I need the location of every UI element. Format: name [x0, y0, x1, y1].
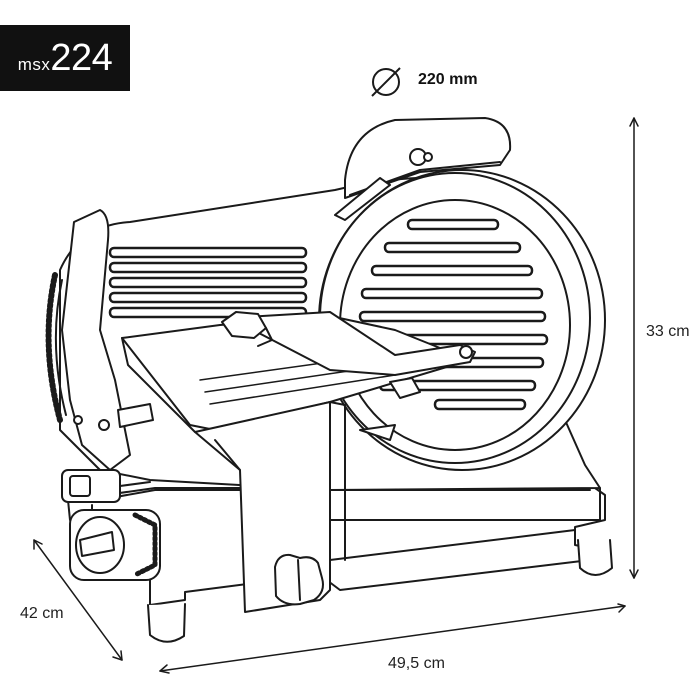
depth-dimension-label: 42 cm: [20, 605, 64, 622]
width-dimension-label: 49,5 cm: [388, 655, 445, 672]
height-dimension-line: [629, 117, 639, 579]
model-badge: msx 224: [0, 25, 130, 91]
sharpener-cover: [334, 117, 512, 221]
side-bolt: [117, 403, 154, 428]
blade-deflector: [359, 424, 396, 441]
gear-ring: [45, 272, 67, 423]
model-number: 224: [50, 37, 113, 79]
blade-diameter-label: 220 mm: [418, 71, 478, 88]
foot-rear-right: [577, 539, 613, 576]
food-pusher-arm: [229, 311, 476, 399]
locking-knob: [274, 553, 324, 606]
pusher-nut: [221, 311, 273, 347]
model-prefix: msx: [17, 55, 51, 74]
power-switch: [61, 469, 151, 503]
carriage-handle: [61, 209, 131, 471]
width-dimension-line: [159, 603, 626, 674]
foot-front-left: [147, 603, 186, 643]
depth-dimension-line: [33, 539, 123, 661]
height-dimension-label: 33 cm: [646, 323, 690, 340]
thickness-knob: [69, 509, 161, 581]
diameter-icon: [371, 67, 401, 97]
